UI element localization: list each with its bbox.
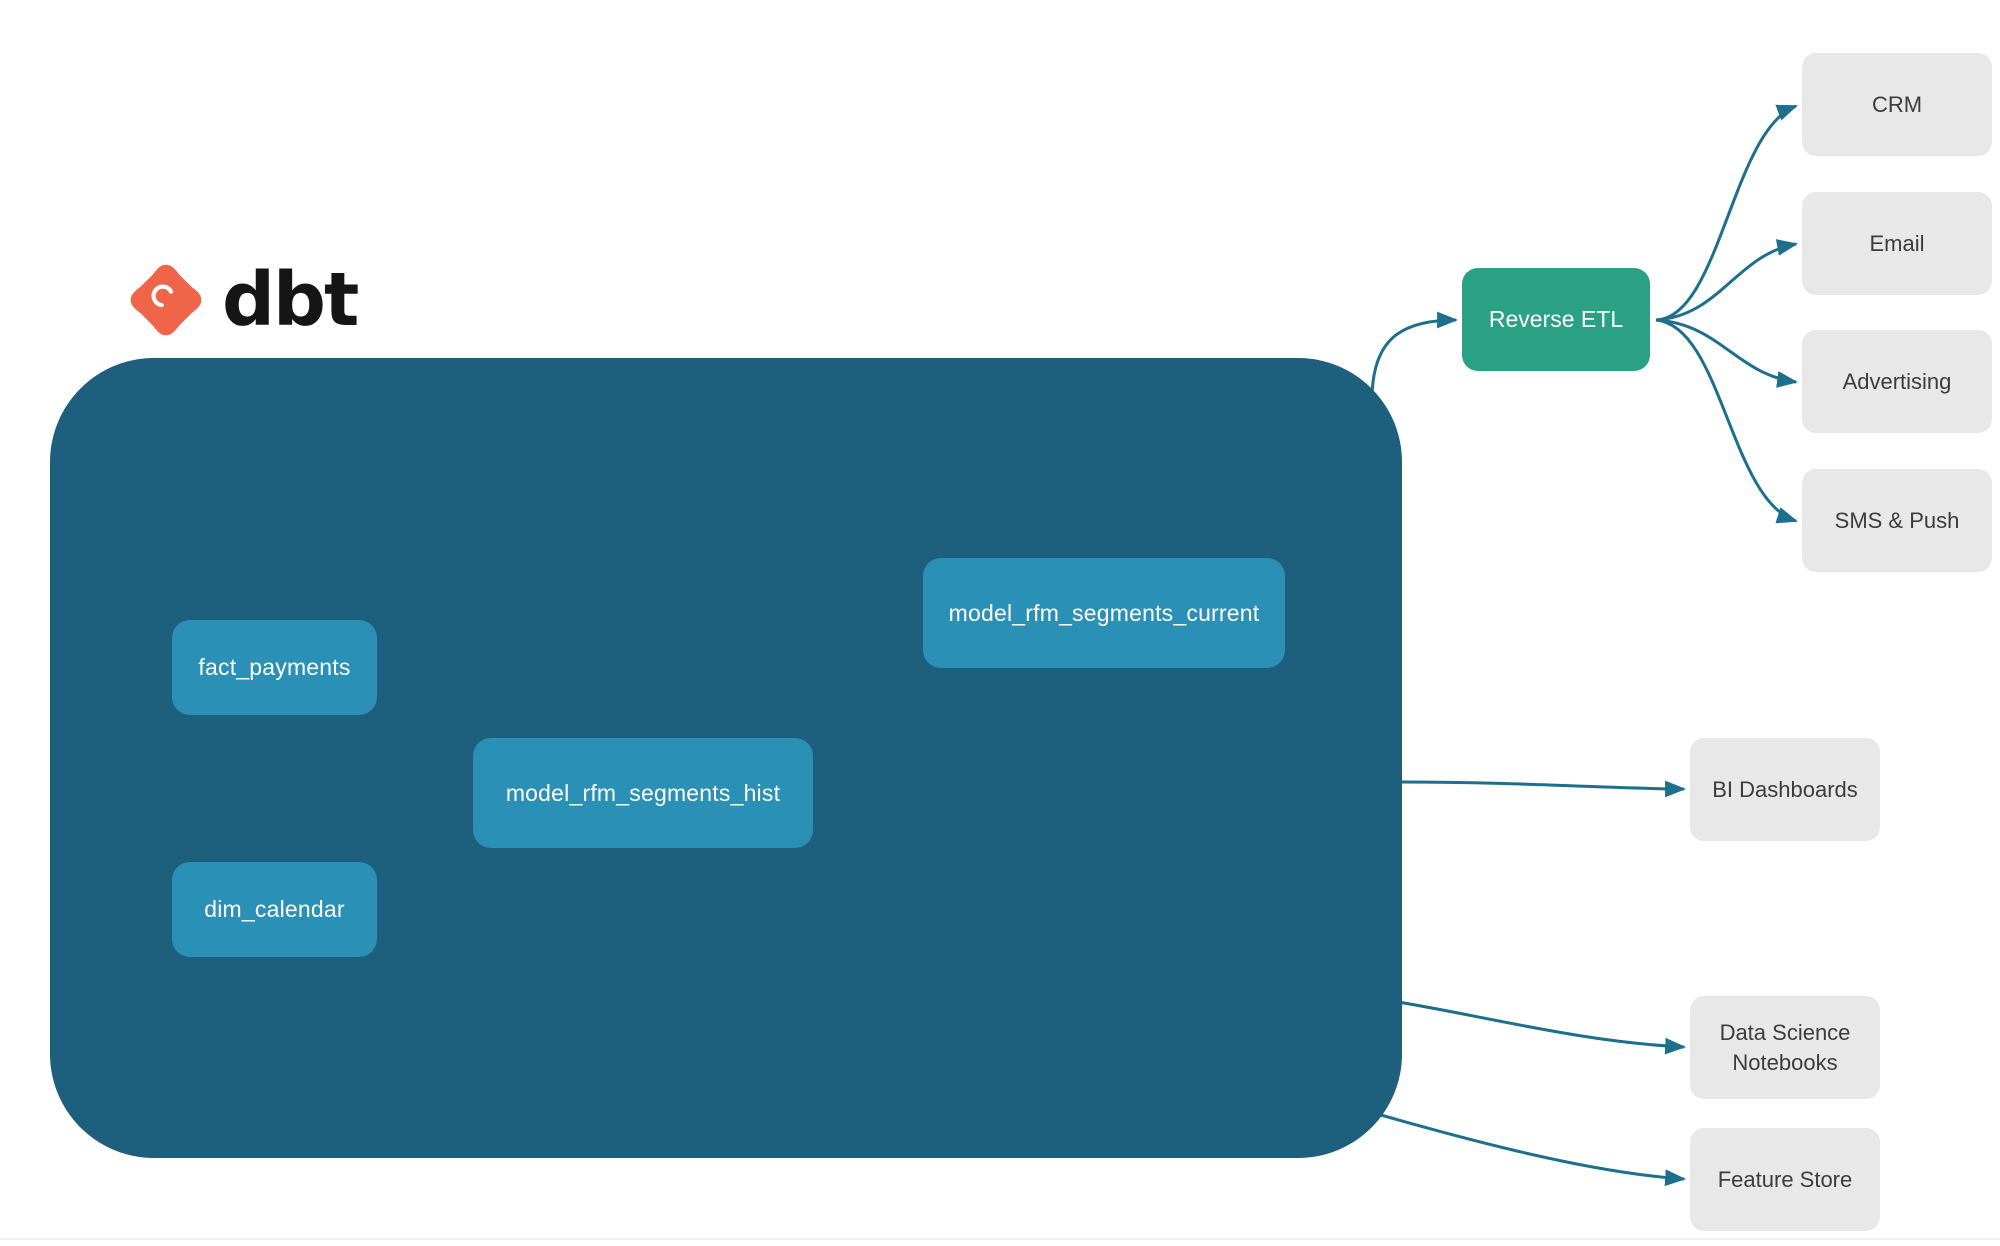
dbt-wordmark: dbt [222, 257, 359, 343]
edge-hist-to-bi-dashboards [1401, 780, 1687, 798]
edge-reverse-etl-to-sms-push [1655, 318, 1798, 524]
destination-label: SMS & Push [1834, 507, 1960, 533]
reverse-etl-node[interactable]: Reverse ETL [1462, 268, 1650, 371]
model-node-model-rfm-segments-hist[interactable]: model_rfm_segments_hist [473, 738, 813, 848]
model-node-fact-payments[interactable]: fact_payments [172, 620, 377, 715]
destination-label: Data Science Notebooks [1719, 1019, 1851, 1075]
destination-label: CRM [1871, 91, 1923, 117]
destination-node-crm[interactable]: CRM [1802, 53, 1992, 156]
model-node-model-rfm-segments-current[interactable]: model_rfm_segments_current [923, 558, 1285, 668]
destination-label: BI Dashboards [1712, 776, 1858, 802]
destination-node-bi-dashboards[interactable]: BI Dashboards [1690, 738, 1880, 841]
model-node-label: model_rfm_segments_current [948, 599, 1260, 626]
reverse-etl-label: Reverse ETL [1488, 306, 1624, 332]
destination-node-advertising[interactable]: Advertising [1802, 330, 1992, 433]
destination-label: Email [1869, 230, 1925, 256]
dbt-logo: dbt [124, 257, 359, 343]
edge-reverse-etl-to-crm [1655, 104, 1798, 322]
edge-reverse-etl-to-email [1655, 239, 1799, 322]
destination-label: Advertising [1842, 368, 1952, 394]
destination-node-feature-store[interactable]: Feature Store [1690, 1128, 1880, 1231]
model-node-label: dim_calendar [204, 896, 345, 922]
edge-reverse-etl-to-advertising [1655, 318, 1799, 388]
destination-label: Feature Store [1717, 1166, 1853, 1192]
model-node-dim-calendar[interactable]: dim_calendar [172, 862, 377, 957]
edge-hist-to-feature-store [1331, 1099, 1687, 1187]
destination-node-sms-push[interactable]: SMS & Push [1802, 469, 1992, 572]
dbt-mark-icon [130, 264, 202, 336]
model-node-label: fact_payments [198, 654, 351, 680]
destination-node-email[interactable]: Email [1802, 192, 1992, 295]
destination-node-data-science-notebooks[interactable]: Data Science Notebooks [1690, 996, 1880, 1099]
edge-hist-to-data-science-notebooks [1391, 999, 1687, 1055]
model-node-label: model_rfm_segments_hist [505, 779, 781, 806]
bottom-divider [0, 1238, 2000, 1240]
